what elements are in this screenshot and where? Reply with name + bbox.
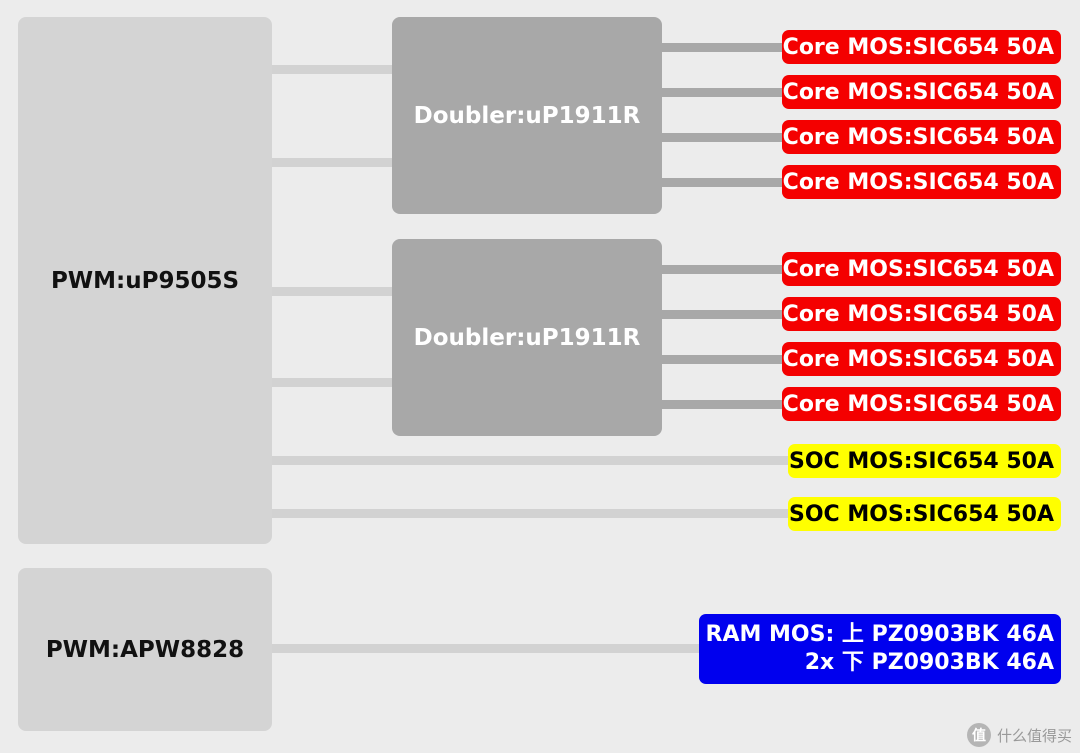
core-mos-label: Core MOS:SIC654 50A [782, 391, 1054, 417]
soc-mos-2: SOC MOS:SIC654 50A [788, 497, 1061, 531]
core-mos-label: Core MOS:SIC654 50A [782, 301, 1054, 327]
connector-line [662, 355, 782, 364]
connector-line [272, 287, 392, 296]
connector-line [662, 88, 782, 97]
core-mos-5: Core MOS:SIC654 50A [782, 252, 1061, 286]
core-mos-7: Core MOS:SIC654 50A [782, 342, 1061, 376]
doubler-2: Doubler:uP1911R [392, 239, 662, 436]
connector-line [662, 400, 782, 409]
connector-line [662, 133, 782, 142]
core-mos-2: Core MOS:SIC654 50A [782, 75, 1061, 109]
doubler-1-label: Doubler:uP1911R [413, 102, 641, 129]
soc-mos-1: SOC MOS:SIC654 50A [788, 444, 1061, 478]
connector-line [272, 65, 392, 74]
core-mos-label: Core MOS:SIC654 50A [782, 256, 1054, 282]
pwm-controller-main-label: PWM:uP9505S [50, 267, 240, 294]
connector-line [272, 456, 788, 465]
doubler-2-label: Doubler:uP1911R [413, 324, 641, 351]
core-mos-label: Core MOS:SIC654 50A [782, 124, 1054, 150]
core-mos-label: Core MOS:SIC654 50A [782, 79, 1054, 105]
ram-mos-line-2: 2x 下 PZ0903BK 46A [804, 650, 1054, 675]
connector-line [272, 509, 788, 518]
watermark-text: 什么值得买 [996, 726, 1072, 745]
connector-line [662, 265, 782, 274]
connector-line [662, 310, 782, 319]
connector-line [272, 644, 699, 653]
core-mos-6: Core MOS:SIC654 50A [782, 297, 1061, 331]
connector-line [662, 43, 782, 52]
core-mos-3: Core MOS:SIC654 50A [782, 120, 1061, 154]
connector-line [662, 178, 782, 187]
ram-mos: RAM MOS: 上 PZ0903BK 46A 2x 下 PZ0903BK 46… [699, 614, 1061, 684]
soc-mos-label: SOC MOS:SIC654 50A [789, 448, 1054, 474]
core-mos-8: Core MOS:SIC654 50A [782, 387, 1061, 421]
pwm-controller-ram-label: PWM:APW8828 [45, 636, 245, 663]
watermark: 值 什么值得买 [966, 723, 1072, 747]
pwm-controller-ram: PWM:APW8828 [18, 568, 272, 731]
core-mos-label: Core MOS:SIC654 50A [782, 346, 1054, 372]
connector-line [272, 378, 392, 387]
core-mos-label: Core MOS:SIC654 50A [782, 169, 1054, 195]
core-mos-label: Core MOS:SIC654 50A [782, 34, 1054, 60]
core-mos-4: Core MOS:SIC654 50A [782, 165, 1061, 199]
core-mos-1: Core MOS:SIC654 50A [782, 30, 1061, 64]
connector-line [272, 158, 392, 167]
soc-mos-label: SOC MOS:SIC654 50A [789, 501, 1054, 527]
pwm-controller-main: PWM:uP9505S [18, 17, 272, 544]
watermark-logo-icon: 值 [966, 723, 991, 747]
ram-mos-line-1: RAM MOS: 上 PZ0903BK 46A [705, 622, 1055, 647]
doubler-1: Doubler:uP1911R [392, 17, 662, 214]
